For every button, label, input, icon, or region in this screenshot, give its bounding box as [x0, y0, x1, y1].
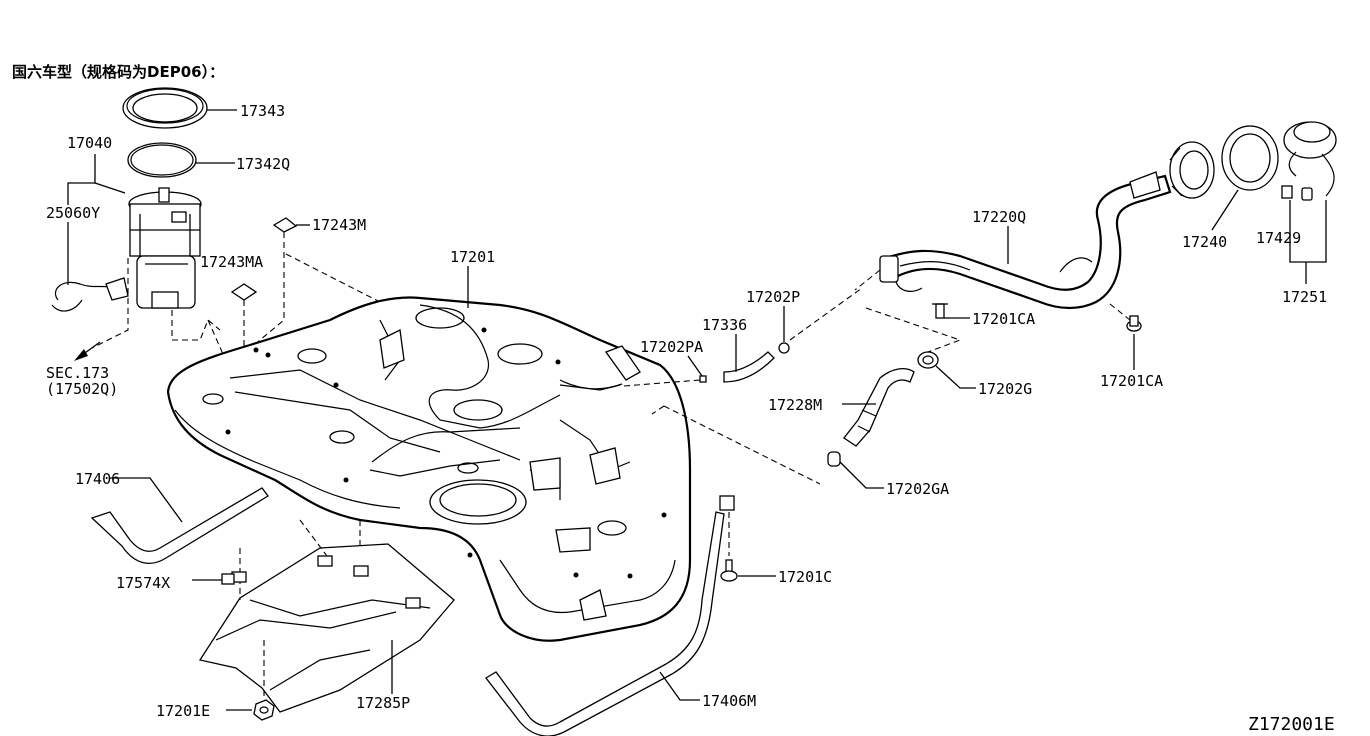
label-17202p: 17202P [746, 288, 800, 306]
label-17240: 17240 [1182, 233, 1227, 251]
label-17285p: 17285P [356, 694, 410, 712]
label-sec-173: SEC.173 [46, 364, 109, 382]
label-17342q: 17342Q [236, 155, 290, 173]
label-17228m: 17228M [768, 396, 822, 414]
bolt-17201ca-b [1126, 315, 1142, 332]
fuel-cap-17251 [1283, 121, 1337, 201]
hose-17336 [723, 351, 775, 383]
bolt-17201c [720, 559, 738, 582]
label-17406: 17406 [75, 470, 120, 488]
label-17202ga: 17202GA [886, 480, 949, 498]
label-17429: 17429 [1256, 229, 1301, 247]
label-17336: 17336 [702, 316, 747, 334]
clamp-17202p [778, 342, 790, 354]
label-sec-173-sub: (17502Q) [46, 380, 118, 398]
strap-17406 [90, 487, 269, 564]
fuel-pump-gasket-17342q [127, 142, 197, 178]
label-17243m: 17243M [312, 216, 366, 234]
clamp-17202g [917, 351, 939, 369]
filler-tube-17220q [854, 171, 1172, 310]
label-17201ca-b: 17201CA [1100, 372, 1163, 390]
filler-ring-17240 [1221, 125, 1279, 191]
label-17220q: 17220Q [972, 208, 1026, 226]
filler-base-17240 [1169, 141, 1215, 199]
fuel-pump-module-17040 [128, 187, 202, 309]
tether-clip-17429 [1281, 185, 1293, 199]
fuel-tank-17201 [166, 296, 692, 642]
label-17202g: 17202G [978, 380, 1032, 398]
fuel-pump-ring-17343 [122, 87, 208, 129]
label-17201e: 17201E [156, 702, 210, 720]
clamp-17202pa [699, 375, 707, 383]
sec-173-arrow-icon [74, 341, 101, 361]
bolt-17201ca-a [932, 303, 948, 319]
label-17243ma: 17243MA [200, 253, 263, 271]
diagram-heading: 国六车型（规格码为DEP06）： [12, 63, 224, 81]
fuel-level-sender-25060y [51, 277, 129, 312]
heat-shield-17285p [198, 519, 455, 713]
clip-17574x [221, 573, 235, 585]
label-17040: 17040 [67, 134, 112, 152]
patch-17243ma [230, 283, 258, 301]
label-17406m: 17406M [702, 692, 756, 710]
label-25060y: 25060Y [46, 204, 100, 222]
clamp-17202ga [827, 451, 841, 467]
vent-connector [559, 345, 641, 390]
hose-17228m [843, 367, 915, 447]
label-17201ca-a: 17201CA [972, 310, 1035, 328]
patch-17243m [272, 217, 298, 233]
nut-17201e [253, 699, 275, 721]
label-17201: 17201 [450, 248, 495, 266]
drawing-reference: Z172001E [1248, 714, 1335, 735]
label-17201c: 17201C [778, 568, 832, 586]
label-17202pa: 17202PA [640, 338, 703, 356]
label-17251: 17251 [1282, 288, 1327, 306]
label-17343: 17343 [240, 102, 285, 120]
label-17574x: 17574X [116, 574, 170, 592]
strap-17406m [485, 495, 735, 736]
